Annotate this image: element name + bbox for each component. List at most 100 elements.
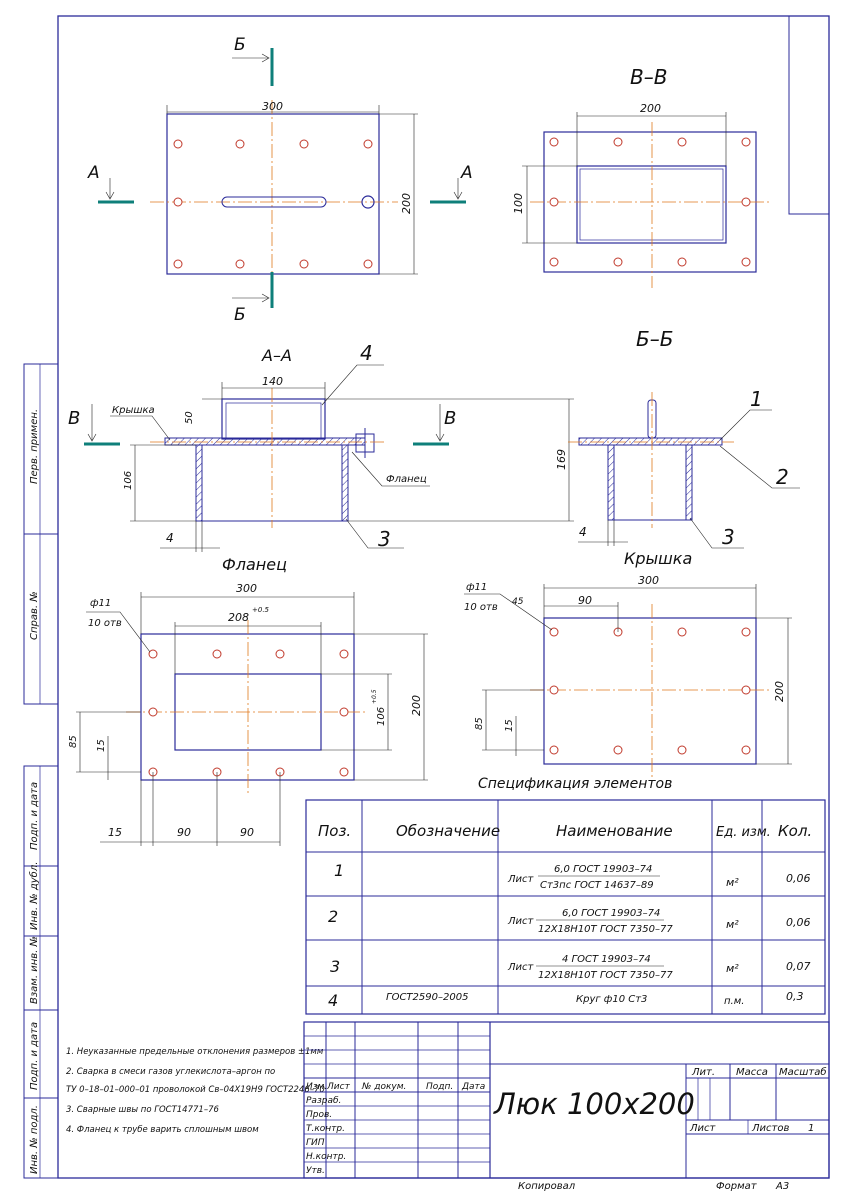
top-dim-200: 200 bbox=[400, 193, 413, 214]
spec-head-designation: Обозначение bbox=[396, 822, 500, 840]
flange-dim-15: 15 bbox=[108, 826, 122, 839]
spec-qty: 0,06 bbox=[786, 916, 811, 929]
side-label-podp1: Подп. и дата bbox=[29, 782, 40, 850]
vv-title: В–В bbox=[630, 65, 667, 89]
cover-dim-15: 15 bbox=[504, 719, 515, 732]
view-bb: Б–Б 1 2 3 4 bbox=[568, 327, 800, 549]
view-aa: А–А 140 50 106 169 4 В В Крышка Фланец bbox=[68, 341, 574, 552]
aa-dim-106: 106 bbox=[123, 471, 134, 490]
bb-pos-2: 2 bbox=[776, 465, 789, 489]
side-label-sprav: Справ. № bbox=[29, 591, 40, 640]
spec-qty: 0,3 bbox=[786, 990, 804, 1003]
bb-pos-3: 3 bbox=[722, 525, 735, 549]
view-cover: Крышка 300 90 200 85 15 ф11 10 отв 45 bbox=[464, 549, 792, 778]
bb-title: Б–Б bbox=[636, 327, 673, 351]
vv-dim-200: 200 bbox=[640, 102, 661, 115]
note-1: 1. Неуказанные предельные отклонения раз… bbox=[66, 1047, 324, 1057]
vv-holes bbox=[549, 137, 751, 267]
spec-name-bottom: 12Х18Н10Т ГОСТ 7350–77 bbox=[538, 970, 673, 981]
tb-mass: Масса bbox=[736, 1067, 768, 1078]
spec-pos: 3 bbox=[330, 957, 340, 976]
format-value: A3 bbox=[775, 1181, 789, 1192]
spec-unit: п.м. bbox=[724, 996, 744, 1007]
tech-notes: 1. Неуказанные предельные отклонения раз… bbox=[66, 1047, 328, 1135]
vv-dim-100: 100 bbox=[512, 193, 525, 214]
side-label-dubl: Инв. № дубл. bbox=[28, 862, 40, 930]
note-2b: ТУ 0–18–01–000–01 проволокой Св–04Х19Н9 … bbox=[66, 1085, 328, 1095]
flange-dim-85: 85 bbox=[68, 735, 79, 748]
flange-holes bbox=[148, 649, 349, 777]
bb-wall-left bbox=[607, 444, 615, 521]
cut-a-left: А bbox=[87, 163, 100, 183]
view-flange: Фланец 300 208 +0.5 106 +0.5 200 85 15 bbox=[68, 555, 428, 846]
flange-title: Фланец bbox=[222, 555, 287, 574]
note-4: 4. Фланец к трубе варить сплошным швом bbox=[66, 1125, 259, 1135]
spec-qty: 0,06 bbox=[786, 872, 811, 885]
cover-dim-90: 90 bbox=[578, 594, 592, 607]
aa-dim-4: 4 bbox=[166, 531, 174, 545]
spec-name-bottom: 12Х18Н10Т ГОСТ 7350–77 bbox=[538, 924, 673, 935]
cover-dim-300: 300 bbox=[638, 574, 659, 587]
flange-hole-dia: ф11 bbox=[90, 598, 111, 609]
spec-pos: 1 bbox=[334, 861, 344, 880]
tb-scale: Масштаб bbox=[779, 1066, 827, 1078]
spec-name-top: 6,0 ГОСТ 19903–74 bbox=[562, 908, 660, 919]
spec-unit: м² bbox=[726, 918, 739, 931]
spec-prefix: Лист bbox=[507, 916, 535, 927]
view-top: 300 200 А А Б Б bbox=[87, 35, 473, 325]
spec-prefix: Лист bbox=[507, 962, 535, 973]
tb-col-izm: Изм. bbox=[306, 1082, 327, 1092]
spec-pos: 2 bbox=[328, 907, 338, 926]
tb-sheets-n: 1 bbox=[808, 1123, 814, 1134]
tb-row-nkontr: Н.контр. bbox=[306, 1152, 346, 1162]
spec-row-1: 1 Лист 6,0 ГОСТ 19903–74 Ст3пс ГОСТ 1463… bbox=[334, 861, 811, 891]
tb-row-prov: Пров. bbox=[306, 1110, 332, 1120]
note-2: 2. Сварка в смеси газов углекислота–арго… bbox=[66, 1067, 275, 1077]
cut-b-bottom: Б bbox=[234, 305, 246, 325]
spec-unit: м² bbox=[726, 962, 739, 975]
tb-sheets: Листов bbox=[751, 1123, 789, 1134]
spec-name-top: Круг ф10 Ст3 bbox=[576, 994, 647, 1005]
cover-holes bbox=[549, 627, 751, 755]
spec-designation: ГОСТ2590–2005 bbox=[386, 992, 468, 1003]
spec-unit: м² bbox=[726, 876, 739, 889]
side-label-vzam: Взам. инв. № bbox=[29, 936, 40, 1004]
side-label-podl: Инв. № подл. bbox=[29, 1105, 40, 1174]
aa-dim-140: 140 bbox=[262, 375, 283, 388]
flange-dim-208: 208 bbox=[228, 611, 249, 624]
flange-dim-15v: 15 bbox=[96, 739, 107, 752]
aa-label-flanec: Фланец bbox=[386, 474, 427, 485]
aa-dim-50: 50 bbox=[184, 411, 195, 424]
cover-dim-200: 200 bbox=[773, 681, 786, 702]
flange-dim-300: 300 bbox=[236, 582, 257, 595]
tb-row-utv: Утв. bbox=[306, 1166, 325, 1176]
aa-label-kryshka: Крышка bbox=[112, 405, 155, 416]
tb-col-date: Дата bbox=[461, 1082, 485, 1092]
flange-dim-106: 106 bbox=[376, 707, 387, 726]
spec-head-name: Наименование bbox=[556, 822, 673, 840]
flange-dim-200: 200 bbox=[410, 695, 423, 716]
spec-head-unit: Ед. изм. bbox=[716, 825, 771, 840]
cut-v-right: В bbox=[444, 408, 456, 429]
tb-col-list: Лист bbox=[326, 1082, 351, 1092]
cover-dim-45: 45 bbox=[512, 597, 524, 607]
spec-pos: 4 bbox=[328, 991, 338, 1010]
spec-row-4: 4 ГОСТ2590–2005 Круг ф10 Ст3 п.м. 0,3 bbox=[328, 990, 804, 1010]
bb-pos-1: 1 bbox=[750, 387, 763, 411]
flange-dim-208-tol: +0.5 bbox=[252, 606, 270, 614]
spec-row-2: 2 Лист 6,0 ГОСТ 19903–74 12Х18Н10Т ГОСТ … bbox=[328, 907, 811, 935]
tb-row-razrab: Разраб. bbox=[306, 1096, 341, 1106]
bb-dim-4: 4 bbox=[579, 525, 587, 539]
aa-wall-right bbox=[341, 444, 349, 522]
cut-a-right: А bbox=[460, 163, 473, 183]
tb-sheet: Лист bbox=[689, 1123, 717, 1134]
side-stamp: Перв. примен. Справ. № Подп. и дата Инв.… bbox=[23, 363, 59, 1179]
cover-hole-dia: ф11 bbox=[466, 582, 487, 593]
aa-wall-left bbox=[195, 444, 203, 522]
spec-head-pos: Поз. bbox=[318, 822, 351, 840]
tb-lit: Лит. bbox=[691, 1067, 715, 1078]
bb-cover-plate bbox=[578, 437, 723, 446]
aa-dim-169: 169 bbox=[555, 449, 568, 470]
drawing-title: Люк 100х200 bbox=[493, 1087, 695, 1121]
flange-dim-90b: 90 bbox=[240, 826, 254, 839]
